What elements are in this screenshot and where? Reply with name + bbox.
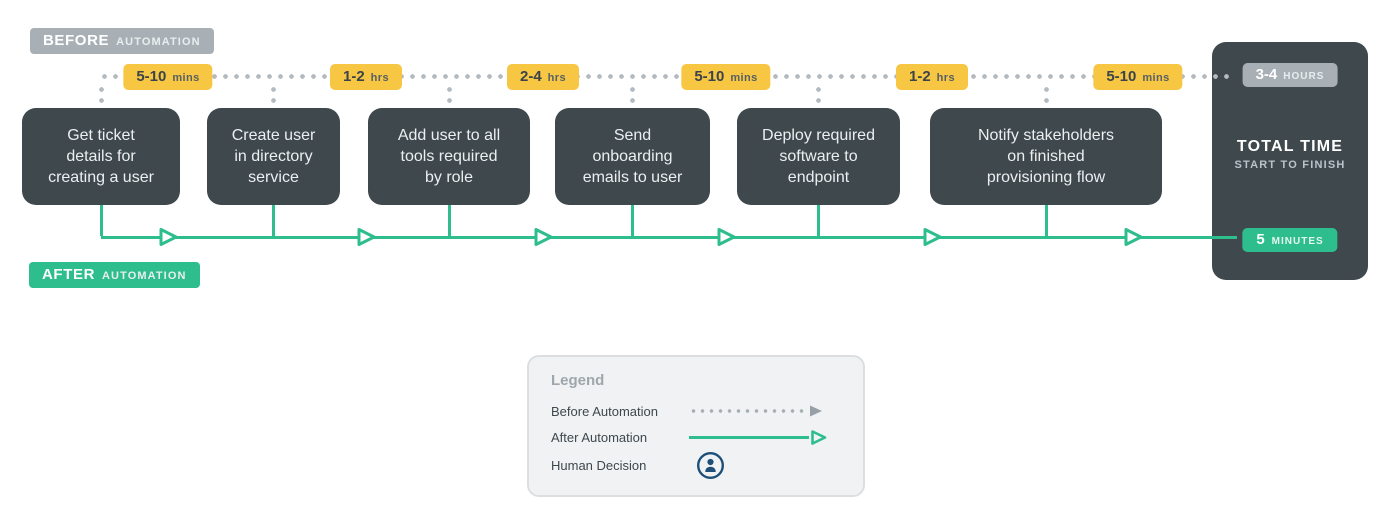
after-flow-line (101, 236, 1237, 239)
total-before-value: 3-4 (1255, 66, 1278, 83)
step-title: Get ticket details for creating a user (48, 127, 154, 186)
before-connector-step-1 (98, 84, 104, 106)
before-connector-step-5 (816, 84, 821, 106)
step-title: Create user in directory service (231, 127, 316, 186)
after-badge-strong-label: AFTER (42, 266, 95, 283)
time-unit: mins (1142, 72, 1170, 84)
before-badge-rest-label: AUTOMATION (116, 36, 201, 48)
step-box-6: Notify stakeholders on finished provisio… (930, 108, 1162, 205)
before-automation-badge: BEFORE AUTOMATION (30, 28, 214, 54)
time-value: 5-10 (694, 68, 725, 85)
legend-human-decision-sample (696, 451, 725, 480)
total-time-subheading: START TO FINISH (1234, 159, 1346, 171)
time-badge-step-6: 5-10 mins (1093, 64, 1183, 90)
total-time-heading: TOTAL TIME (1236, 138, 1344, 155)
legend-title: Legend (551, 372, 605, 389)
after-badge-rest-label: AUTOMATION (102, 270, 187, 282)
time-unit: mins (730, 72, 758, 84)
time-value: 1-2 (908, 68, 931, 85)
time-unit: hrs (547, 72, 567, 84)
legend-label: After Automation (551, 429, 648, 445)
after-connector-step-1 (99, 205, 103, 236)
step-box-3: Add user to all tools required by role (368, 108, 530, 205)
green-arrow-icon (811, 429, 827, 445)
legend-label: Human Decision (551, 457, 647, 473)
legend-after-line-sample (689, 429, 828, 446)
step-title: Deploy required software to endpoint (762, 127, 875, 186)
time-badge-step-5: 1-2 hrs (895, 64, 969, 90)
before-connector-step-2 (271, 84, 276, 106)
after-automation-badge: AFTER AUTOMATION (29, 262, 200, 288)
flow-arrow-icon (1122, 227, 1144, 247)
flow-arrow-icon (921, 227, 943, 247)
flow-arrow-icon (355, 227, 377, 247)
step-box-5: Deploy required software to endpoint (737, 108, 900, 205)
gray-arrow-icon (810, 405, 822, 417)
total-after-unit: MINUTES (1271, 236, 1324, 247)
total-time-panel: 3-4 HOURS TOTAL TIME START TO FINISH 5 M… (1212, 42, 1368, 280)
legend-before-line-sample (689, 404, 824, 418)
legend-item-human-decision: Human Decision (551, 450, 863, 480)
human-decision-icon (696, 451, 725, 479)
total-after-value: 5 (1256, 231, 1265, 248)
time-value: 1-2 (342, 68, 365, 85)
solid-line-icon (689, 435, 809, 439)
time-unit: hrs (370, 72, 390, 84)
step-box-4: Send onboarding emails to user (555, 108, 710, 205)
before-badge-strong-label: BEFORE (43, 32, 110, 49)
flow-arrow-icon (532, 227, 554, 247)
after-connector-step-6 (1044, 205, 1048, 236)
step-box-2: Create user in directory service (207, 108, 340, 205)
total-before-unit: HOURS (1283, 71, 1325, 82)
step-box-1: Get ticket details for creating a user (22, 108, 180, 205)
time-badge-step-4: 5-10 mins (681, 64, 771, 90)
flow-arrow-icon (157, 227, 179, 247)
before-timeline-dotted-line (99, 74, 1232, 79)
total-before-time-badge: 3-4 HOURS (1242, 63, 1338, 87)
time-value: 5-10 (1106, 68, 1137, 85)
flow-arrow-icon (715, 227, 737, 247)
time-badge-step-2: 1-2 hrs (329, 64, 403, 90)
after-connector-step-2 (272, 205, 275, 236)
legend-item-before-automation: Before Automation (551, 398, 863, 424)
legend-item-after-automation: After Automation (551, 424, 863, 450)
time-badge-step-1: 5-10 mins (123, 64, 213, 90)
time-badge-step-3: 2-4 hrs (506, 64, 580, 90)
after-connector-step-3 (447, 205, 451, 236)
time-unit: mins (172, 72, 200, 84)
time-value: 5-10 (136, 68, 167, 85)
step-title: Send onboarding emails to user (582, 127, 683, 186)
before-connector-step-3 (446, 84, 452, 106)
before-connector-step-6 (1043, 84, 1049, 106)
legend: Legend Before Automation After Automatio… (527, 355, 865, 497)
after-connector-step-5 (817, 205, 820, 236)
total-after-time-badge: 5 MINUTES (1242, 228, 1338, 252)
before-connector-step-4 (630, 84, 635, 106)
step-title: Notify stakeholders on finished provisio… (977, 127, 1115, 186)
dotted-line-icon (689, 409, 805, 413)
time-value: 2-4 (519, 68, 542, 85)
time-unit: hrs (936, 72, 956, 84)
after-connector-step-4 (631, 205, 634, 236)
legend-label: Before Automation (551, 403, 658, 419)
step-title: Add user to all tools required by role (397, 127, 501, 186)
